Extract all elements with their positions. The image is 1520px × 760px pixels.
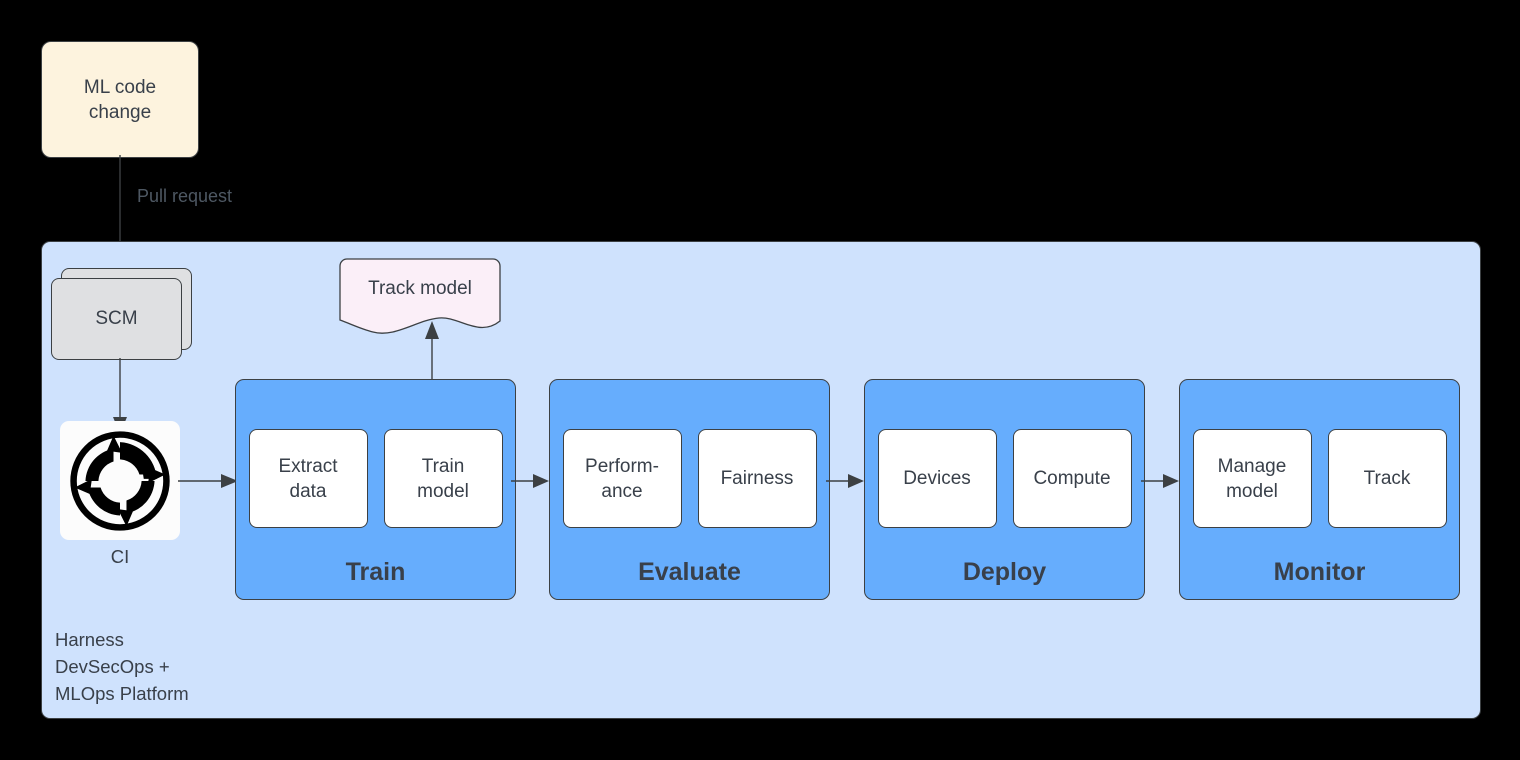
pull-request-edge-label: Pull request: [137, 186, 233, 206]
substep-train-model[interactable]: Train model: [383, 429, 503, 528]
stage-monitor-title: Monitor: [1273, 558, 1366, 586]
ci-node[interactable]: [60, 421, 180, 540]
ml-code-change-label: ML code change: [83, 76, 157, 123]
stage-deploy[interactable]: Devices Compute Deploy: [864, 379, 1145, 600]
substep-performance[interactable]: Perform- ance: [562, 429, 682, 528]
ci-to-train-arrow: [178, 474, 238, 488]
stage-evaluate[interactable]: Perform- ance Fairness Evaluate: [549, 379, 830, 600]
deploy-to-monitor-arrow: [1141, 474, 1179, 488]
scm-label: SCM: [95, 308, 138, 329]
track-model-node[interactable]: [339, 258, 501, 335]
stage-monitor[interactable]: Manage model Track Monitor: [1179, 379, 1460, 600]
substep-devices[interactable]: Devices: [877, 429, 997, 528]
substep-extract-data[interactable]: Extract data: [248, 429, 368, 528]
ml-code-change-node[interactable]: ML code change: [41, 41, 199, 158]
substep-manage-model[interactable]: Manage model: [1192, 429, 1312, 528]
scm-stack-front-layer: SCM: [51, 278, 182, 360]
substep-fairness[interactable]: Fairness: [697, 429, 817, 528]
scm-node[interactable]: SCM: [51, 268, 192, 360]
track-model-label: Track model: [368, 278, 472, 299]
substep-compute[interactable]: Compute: [1012, 429, 1132, 528]
stage-train[interactable]: Extract data Train model Train: [235, 379, 516, 600]
train-to-track-model-arrow: [425, 321, 439, 384]
evaluate-to-deploy-arrow: [826, 474, 864, 488]
stage-monitor-substeps: Manage model Track: [1180, 429, 1459, 528]
stage-train-title: Train: [345, 558, 406, 586]
stage-deploy-title: Deploy: [962, 558, 1047, 586]
stage-evaluate-title: Evaluate: [638, 558, 741, 586]
platform-label: Harness DevSecOps + MLOps Platform: [55, 629, 189, 704]
train-to-evaluate-arrow: [511, 474, 549, 488]
ci-label: CI: [110, 546, 130, 567]
stage-deploy-substeps: Devices Compute: [865, 429, 1144, 528]
stage-evaluate-substeps: Perform- ance Fairness: [550, 429, 829, 528]
stage-train-substeps: Extract data Train model: [236, 429, 515, 528]
continuous-integration-icon: [70, 430, 170, 531]
substep-track[interactable]: Track: [1327, 429, 1447, 528]
